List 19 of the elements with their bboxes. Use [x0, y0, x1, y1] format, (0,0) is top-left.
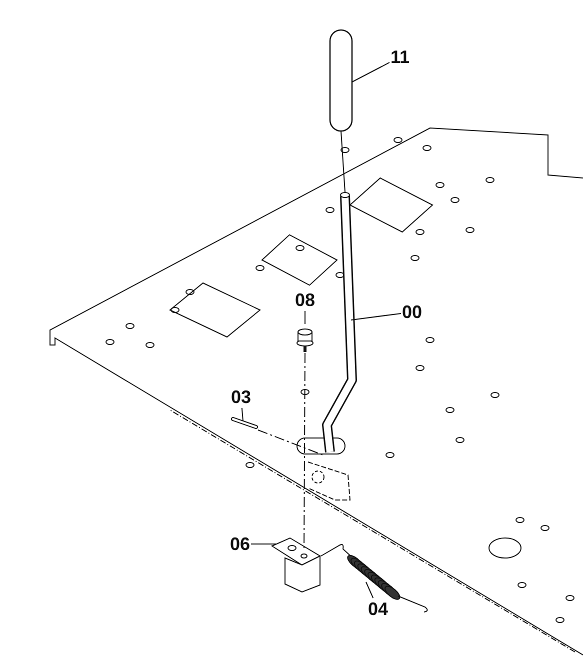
pin-drawing [231, 417, 258, 429]
callout-number: 00 [402, 302, 422, 322]
assembly-line [258, 430, 324, 456]
callout-number: 04 [368, 599, 388, 619]
grip-drawing [329, 29, 353, 132]
callout-number: 06 [230, 534, 250, 554]
bracket-drawing [270, 537, 322, 593]
lever-drawing [322, 192, 357, 453]
leader-line [350, 312, 402, 320]
leader-line [366, 582, 374, 598]
leader-line [241, 408, 244, 422]
callout-number: 08 [294, 290, 316, 310]
leader-line [352, 62, 390, 82]
leader-line [304, 310, 306, 324]
callout-number: 03 [230, 387, 252, 407]
assembly-line [340, 130, 346, 192]
assembly-line [304, 352, 306, 550]
bolt-drawing [296, 328, 314, 352]
callout-number: 11 [390, 47, 410, 67]
